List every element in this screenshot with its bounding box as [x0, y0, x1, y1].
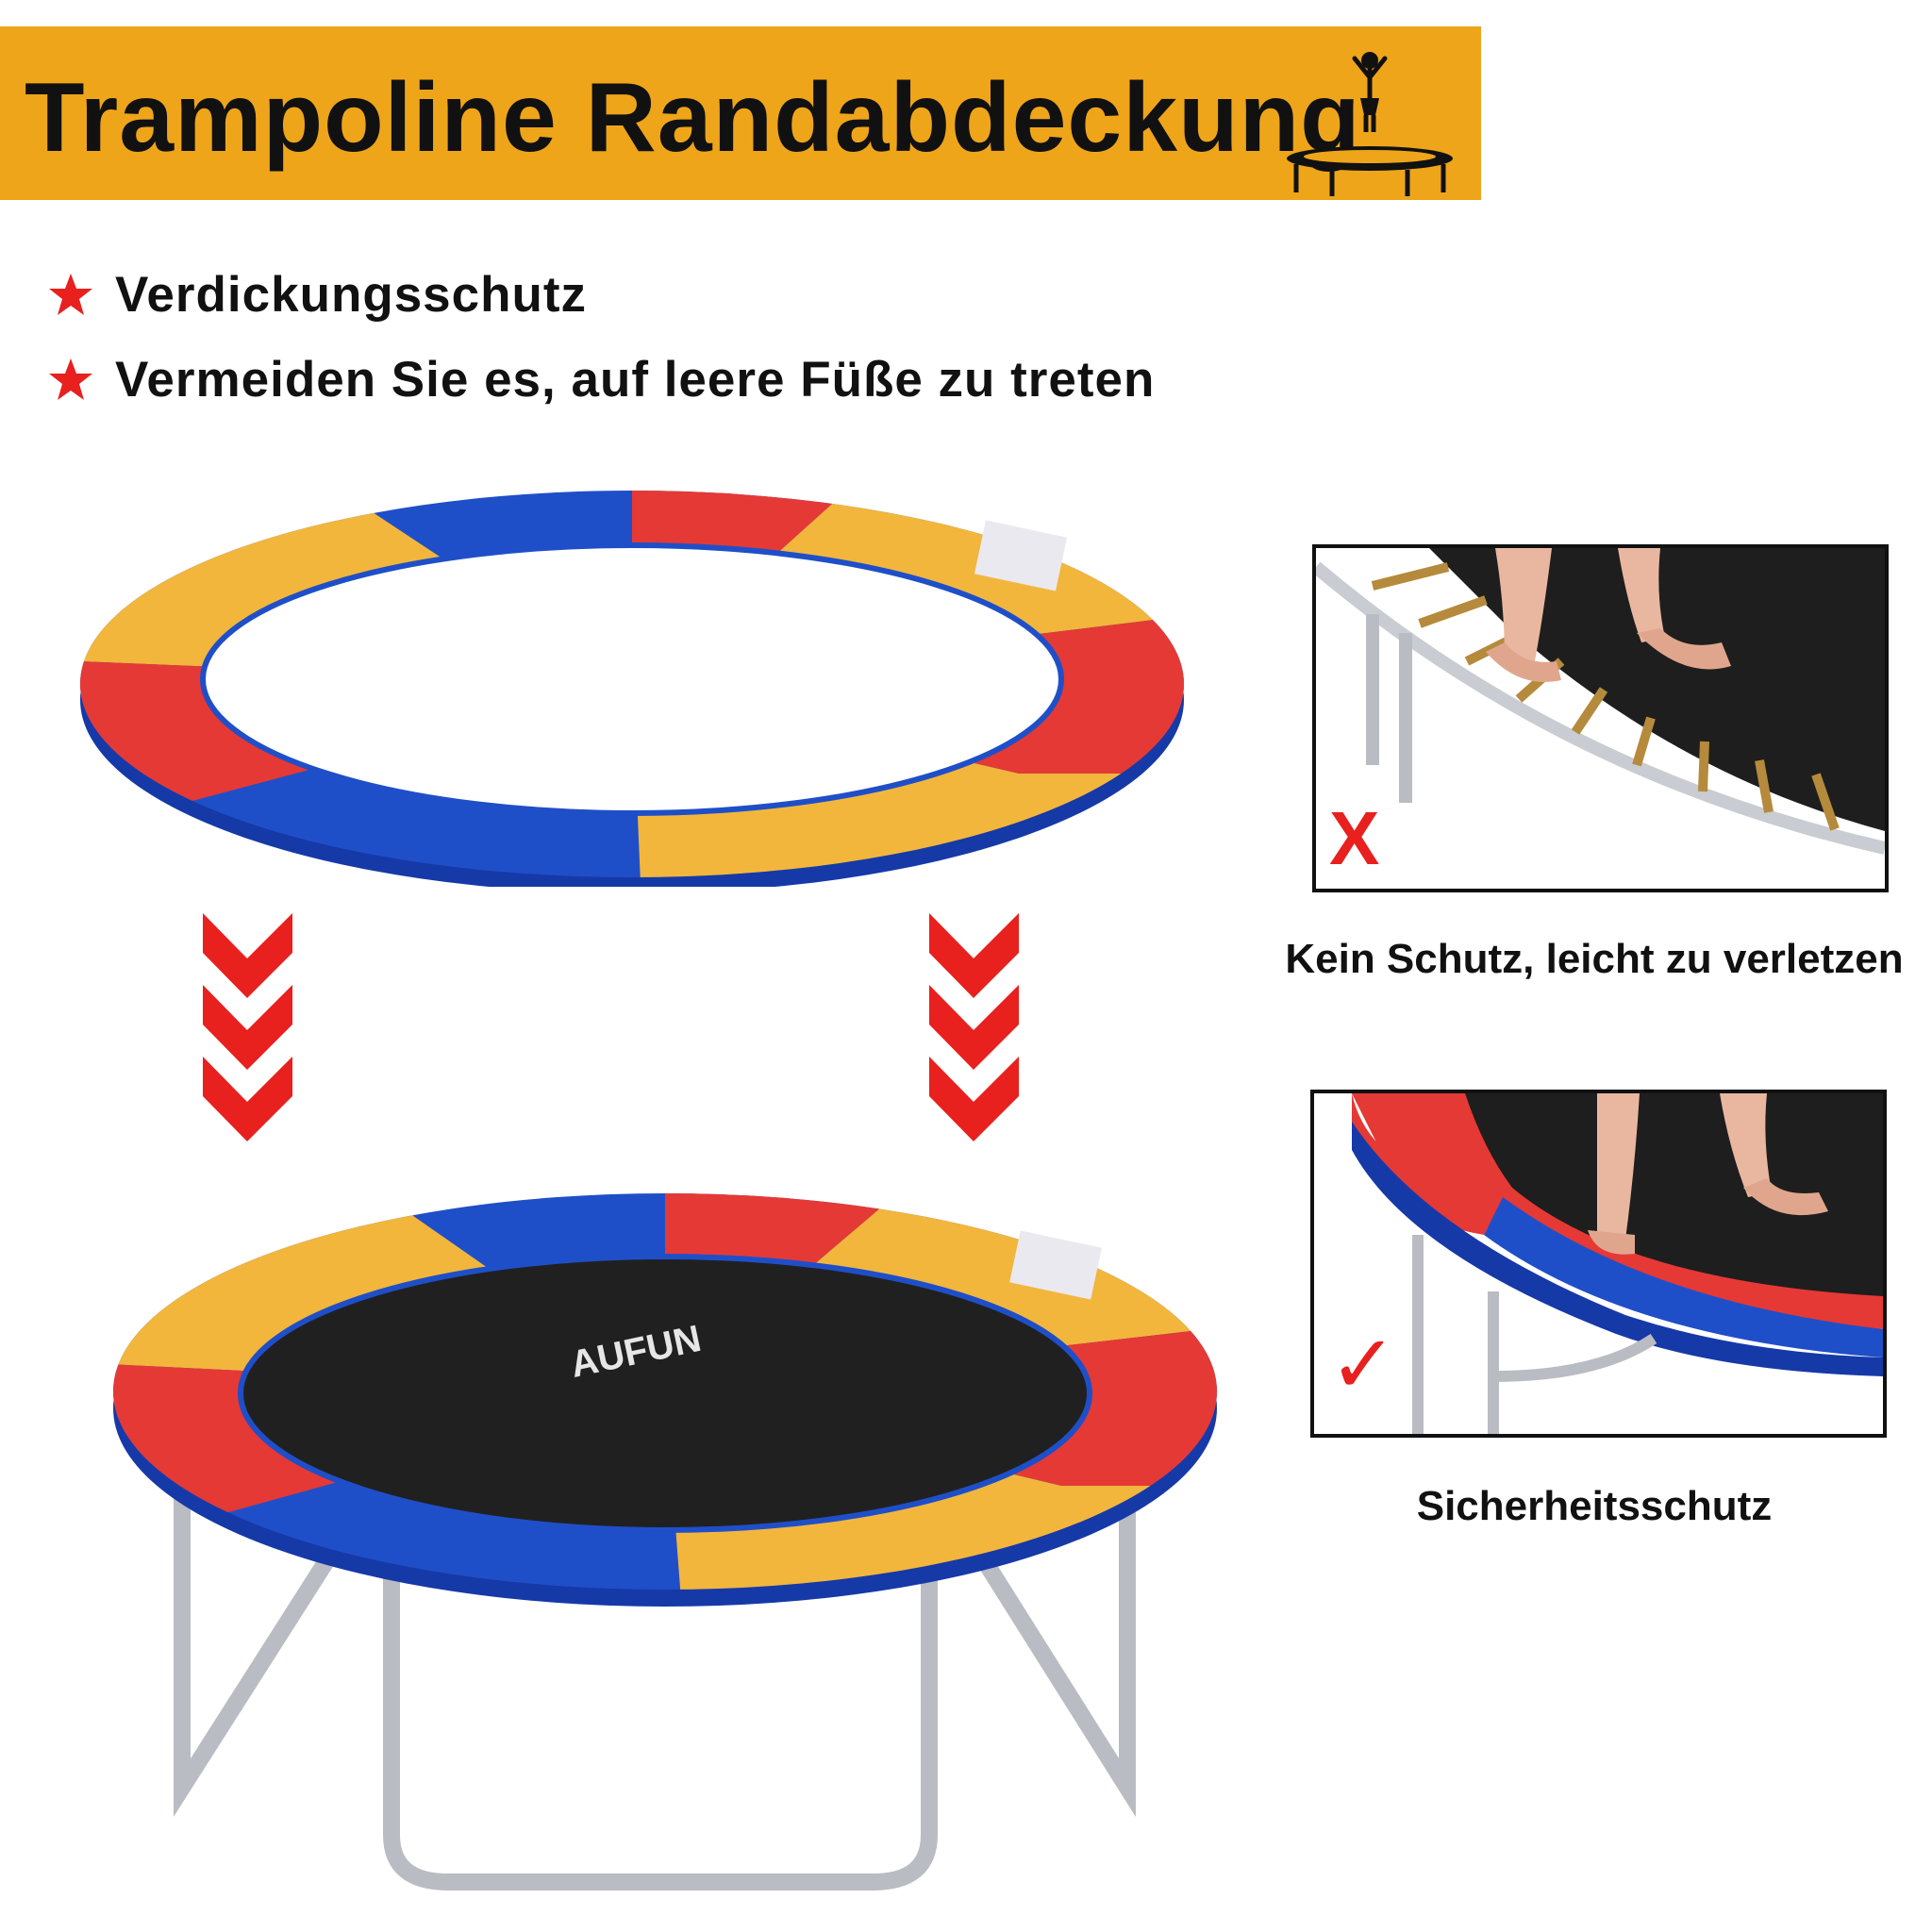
no-protection-photo: X	[1312, 544, 1889, 892]
star-icon	[49, 273, 92, 315]
trampoline-image: AUFUN	[113, 1193, 1217, 1890]
safety-protection-photo: ✓	[1310, 1090, 1887, 1438]
exposed-springs-image	[1316, 548, 1885, 889]
feature-text: Verdickungsschutz	[115, 267, 588, 323]
check-mark-icon: ✓	[1329, 1320, 1398, 1410]
down-arrows-right-icon	[929, 913, 1019, 1141]
header-banner: Trampoline Randabdeckung	[0, 26, 1481, 200]
star-icon	[49, 358, 92, 400]
safety-protection-caption: Sicherheitsschutz	[1416, 1483, 1773, 1529]
down-arrows-left-icon	[203, 913, 292, 1141]
page-title: Trampoline Randabdeckung	[25, 63, 1361, 173]
padding-ring-image	[80, 491, 1184, 887]
feature-item: Vermeiden Sie es, auf leere Füße zu tret…	[47, 351, 1155, 408]
no-protection-caption: Kein Schutz, leicht zu verletzen	[1285, 936, 1904, 982]
feature-text: Vermeiden Sie es, auf leere Füße zu tret…	[115, 352, 1156, 408]
feature-item: Verdickungsschutz	[47, 266, 587, 324]
trampoline-jumper-icon	[1287, 52, 1453, 196]
cross-mark-icon: X	[1329, 796, 1380, 880]
padded-edge-image	[1314, 1093, 1883, 1434]
